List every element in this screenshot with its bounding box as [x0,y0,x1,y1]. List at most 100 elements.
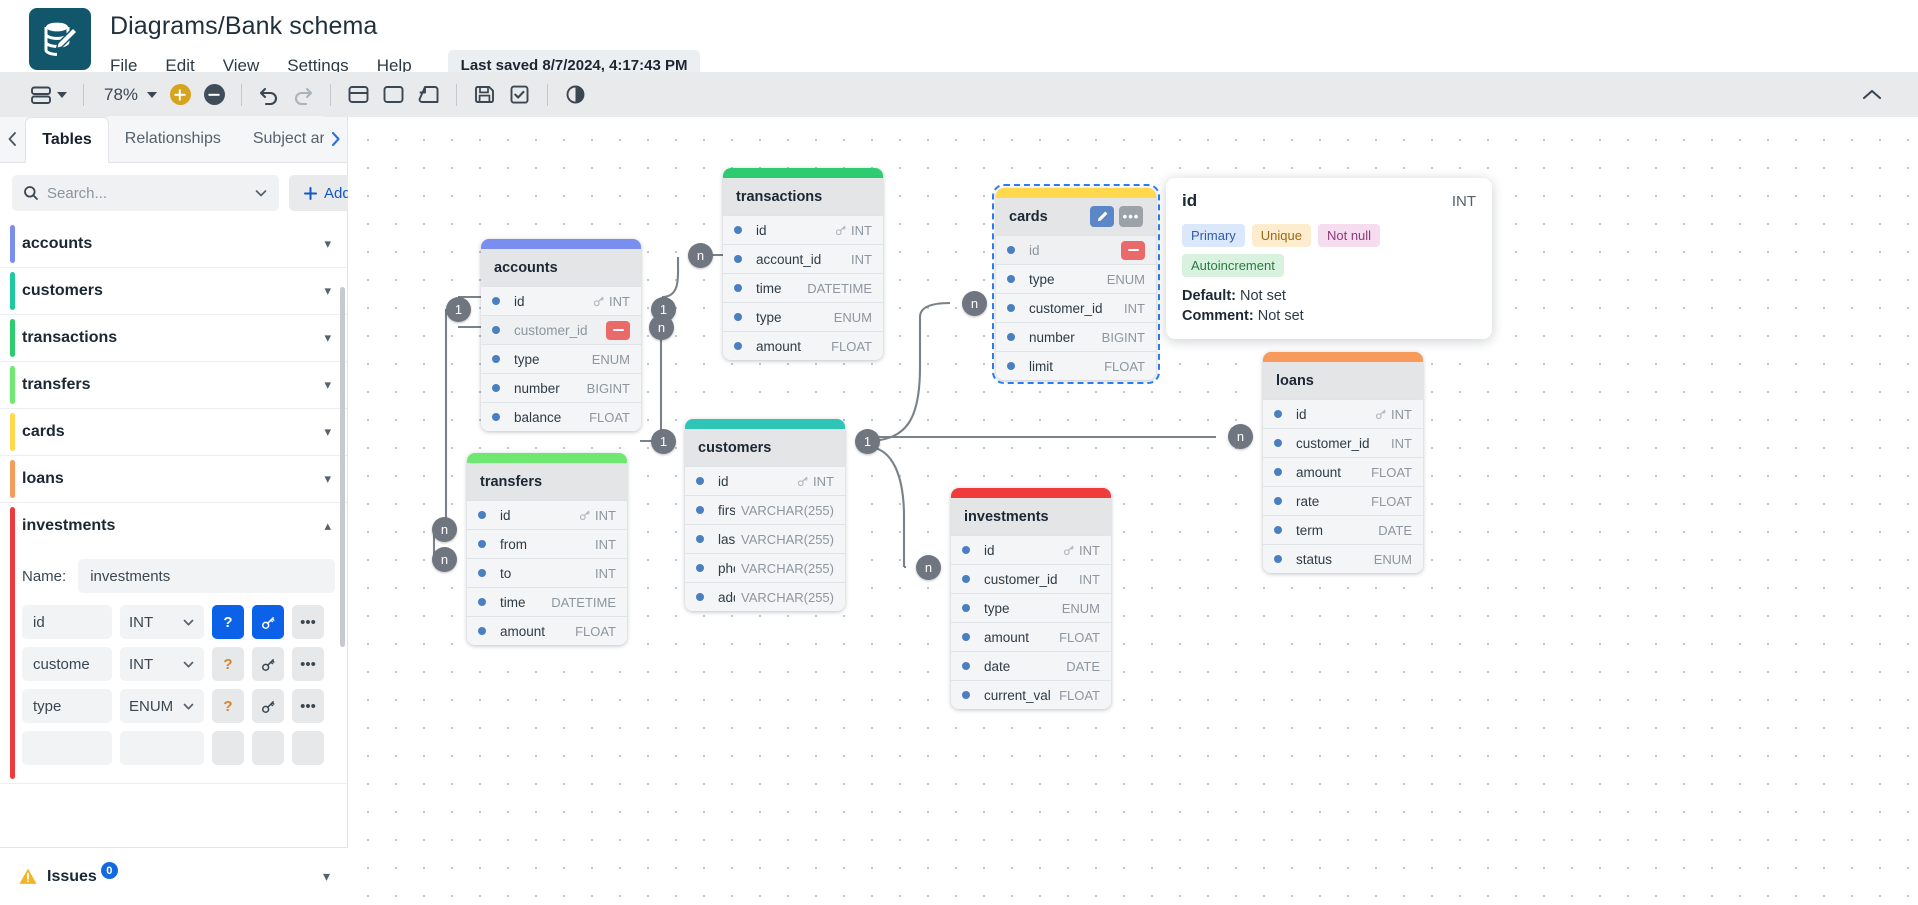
er-field-row[interactable]: id INT [467,500,627,529]
cardinality-pill[interactable]: n [649,315,674,340]
er-field-row[interactable]: type ENUM [481,344,641,373]
sidebar-item-transfers[interactable]: transfers ▾ [0,362,347,409]
er-field-row[interactable]: id [996,235,1156,264]
chevron-down-icon[interactable]: ▾ [324,377,331,392]
edit-table-button[interactable] [1090,206,1114,227]
field-nullable-button[interactable]: ? [212,605,244,639]
er-field-row[interactable]: customer_id [481,315,641,344]
sidebar-item-transactions[interactable]: transactions ▾ [0,315,347,362]
field-primary-key-button[interactable] [252,731,284,765]
er-table-header[interactable]: investments [951,498,1111,535]
er-field-row[interactable]: customer_id INT [951,564,1111,593]
field-nullable-button[interactable]: ? [212,647,244,681]
cardinality-pill[interactable]: 1 [651,429,676,454]
sidebar-item-header[interactable]: cards ▾ [0,409,347,455]
er-table-investments[interactable]: investments id INT customer_id INT type … [951,488,1111,709]
cardinality-pill[interactable]: 1 [855,429,880,454]
sidebar-item-header[interactable]: accounts ▾ [0,221,347,267]
zoom-out-button[interactable] [197,78,231,112]
zoom-level-dropdown[interactable]: 78% [94,78,163,112]
field-more-button[interactable]: ••• [292,605,324,639]
menu-settings[interactable]: Settings [287,55,349,75]
er-table-loans[interactable]: loans id INT customer_id INT amount FLOA… [1263,352,1423,573]
remove-field-button[interactable] [1121,240,1145,260]
er-field-row[interactable]: account_id INT [723,244,883,273]
cardinality-pill[interactable]: n [962,291,987,316]
sidebar-item-customers[interactable]: customers ▾ [0,268,347,315]
diagram-canvas[interactable]: accounts id INT customer_id type ENUM [348,117,1918,905]
er-table-header[interactable]: customers [685,429,845,466]
remove-field-button[interactable] [606,320,630,340]
er-table-header[interactable]: accounts [481,249,641,286]
er-field-row[interactable]: amount FLOAT [951,622,1111,651]
field-name-input[interactable] [22,605,112,639]
field-type-select[interactable]: INT [120,605,204,639]
zoom-in-button[interactable] [163,78,197,112]
er-field-row[interactable]: addre... VARCHAR(255) [685,582,845,611]
chevron-down-icon[interactable]: ▾ [322,868,330,884]
cardinality-pill[interactable]: n [1228,424,1253,449]
er-field-row[interactable]: phone VARCHAR(255) [685,553,845,582]
er-field-row[interactable]: customer_id INT [996,293,1156,322]
sidebar-scrollbar[interactable] [340,287,345,647]
er-table-transactions[interactable]: transactions id INT account_id INT time … [723,168,883,360]
er-field-row[interactable]: time DATETIME [467,587,627,616]
add-note-button[interactable] [411,78,446,112]
commit-button[interactable] [502,78,537,112]
tab-subject-areas[interactable]: Subject ar [236,116,325,162]
menu-file[interactable]: File [110,55,138,75]
issues-bar[interactable]: Issues 0 ▾ [0,847,348,905]
table-name-input[interactable] [78,559,335,593]
er-table-header[interactable]: loans [1263,362,1423,399]
cardinality-pill[interactable]: n [916,555,941,580]
search-input[interactable] [47,184,246,202]
er-table-header[interactable]: cards ••• [996,198,1156,235]
er-field-row[interactable]: type ENUM [996,264,1156,293]
theme-toggle-button[interactable] [558,78,593,112]
er-table-header[interactable]: transfers [467,463,627,500]
er-table-header[interactable]: transactions [723,178,883,215]
menu-view[interactable]: View [222,55,260,75]
tabs-scroll-left-button[interactable] [0,116,25,162]
tab-tables[interactable]: Tables [25,117,109,163]
cardinality-pill[interactable]: 1 [446,297,471,322]
sidebar-item-header[interactable]: loans ▾ [0,456,347,502]
chevron-down-icon[interactable]: ▾ [324,424,331,439]
er-field-row[interactable]: id INT [481,286,641,315]
field-name-input[interactable] [22,689,112,723]
search-box[interactable] [12,175,279,211]
add-area-button[interactable] [376,78,411,112]
er-field-row[interactable]: last_n... VARCHAR(255) [685,524,845,553]
field-nullable-button[interactable] [212,731,244,765]
field-more-button[interactable]: ••• [292,689,324,723]
er-field-row[interactable]: id INT [951,535,1111,564]
field-more-button[interactable]: ••• [292,647,324,681]
chevron-down-icon[interactable]: ▾ [324,330,331,345]
field-type-select[interactable] [120,731,204,765]
er-field-row[interactable]: from INT [467,529,627,558]
sidebar-item-header[interactable]: transactions ▾ [0,315,347,361]
er-field-row[interactable]: limit FLOAT [996,351,1156,380]
er-table-accounts[interactable]: accounts id INT customer_id type ENUM [481,239,641,431]
field-primary-key-button[interactable] [252,647,284,681]
er-field-row[interactable]: to INT [467,558,627,587]
er-field-row[interactable]: current_val FLOAT [951,680,1111,709]
sidebar-item-header[interactable]: investments ▴ [0,503,347,549]
er-field-row[interactable]: balance FLOAT [481,402,641,431]
field-name-input[interactable] [22,647,112,681]
er-table-cards[interactable]: cards ••• id type ENUM [992,184,1160,384]
er-field-row[interactable]: first_... VARCHAR(255) [685,495,845,524]
layout-dropdown-button[interactable] [24,78,73,112]
er-field-row[interactable]: type ENUM [951,593,1111,622]
chevron-down-icon[interactable]: ▾ [324,236,331,251]
er-field-row[interactable]: time DATETIME [723,273,883,302]
save-button[interactable] [467,78,502,112]
field-type-select[interactable]: ENUM [120,689,204,723]
redo-button[interactable] [286,78,320,112]
menu-help[interactable]: Help [376,55,412,75]
er-field-row[interactable]: status ENUM [1263,544,1423,573]
er-field-row[interactable]: amount FLOAT [1263,457,1423,486]
sidebar-item-header[interactable]: customers ▾ [0,268,347,314]
er-field-row[interactable]: id INT [685,466,845,495]
er-field-row[interactable]: id INT [1263,399,1423,428]
